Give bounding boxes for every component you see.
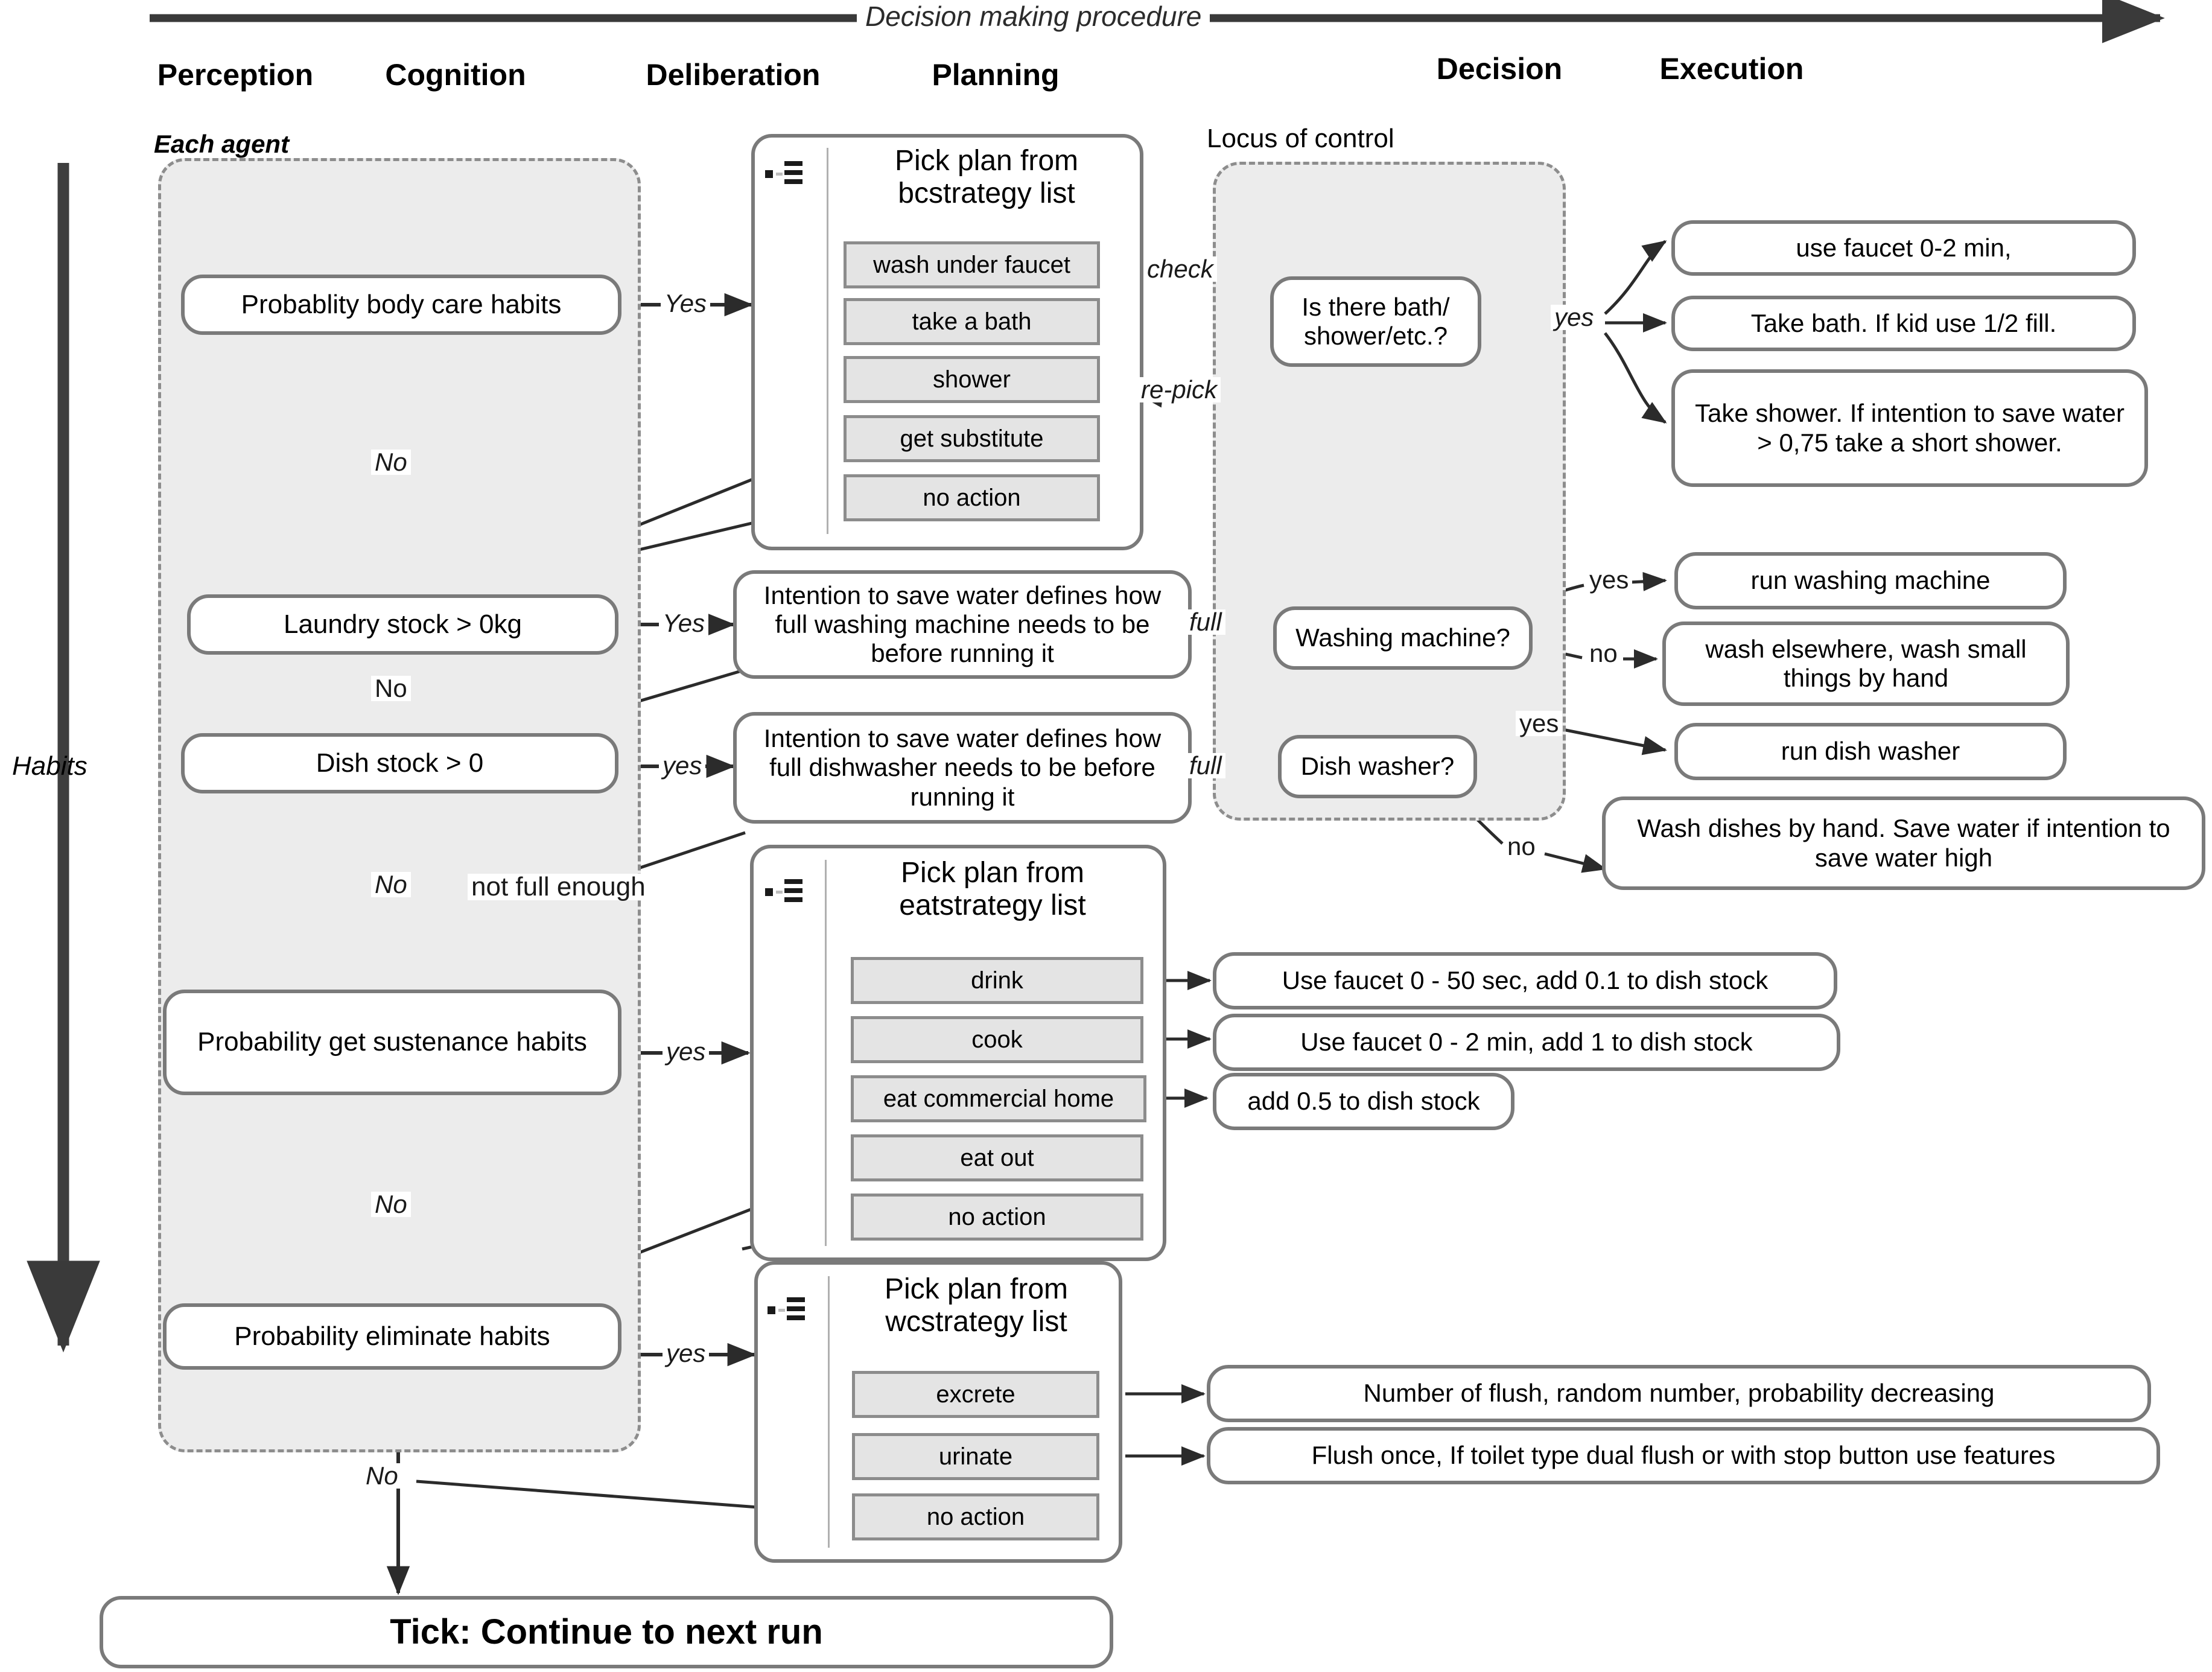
each-agent-caption: Each agent [154, 130, 290, 158]
each-agent-zone [158, 158, 641, 1452]
node-tick-continue[interactable]: Tick: Continue to next run [100, 1596, 1113, 1668]
column-header-planning: Planning [932, 58, 1060, 92]
node-laundry-stock[interactable]: Laundry stock > 0kg [187, 594, 618, 655]
list-icon-eatstrategy [765, 878, 807, 909]
listitem-shower[interactable]: shower [844, 356, 1100, 403]
edge-label-no-sustenance: No [371, 1192, 411, 1217]
exec-excrete-output[interactable]: Number of flush, random number, probabil… [1207, 1365, 2151, 1422]
panel-divider-eatstrategy [825, 860, 827, 1246]
note-dishwasher-fullness: Intention to save water defines how full… [733, 712, 1192, 824]
panel-divider-bcstrategy [827, 148, 828, 534]
edge-label-not-full-enough: not full enough [468, 874, 649, 900]
edge-label-no-laundry: No [371, 676, 411, 701]
exec-take-bath[interactable]: Take bath. If kid use 1/2 fill. [1671, 296, 2136, 351]
listitem-drink[interactable]: drink [851, 957, 1143, 1004]
list-icon-wcstrategy [768, 1296, 810, 1327]
listitem-eat-out[interactable]: eat out [851, 1134, 1143, 1181]
node-probability-eliminate-habits[interactable]: Probability eliminate habits [163, 1303, 621, 1370]
edge-label-yes-dishwasher: yes [1516, 711, 1563, 736]
listitem-no-action-wc[interactable]: no action [852, 1493, 1099, 1540]
edge-label-no-washing: no [1586, 641, 1621, 666]
exec-run-dish-washer[interactable]: run dish washer [1674, 723, 2067, 780]
banner-label: Decision making procedure [857, 0, 1210, 33]
edge-label-no-dishwasher: no [1504, 834, 1539, 859]
exec-run-washing-machine[interactable]: run washing machine [1674, 552, 2067, 609]
listitem-no-action-eat[interactable]: no action [851, 1194, 1143, 1241]
exec-use-faucet-0-2-min[interactable]: use faucet 0-2 min, [1671, 220, 2136, 276]
listitem-take-a-bath[interactable]: take a bath [844, 298, 1100, 345]
node-probability-get-sustenance-habits[interactable]: Probability get sustenance habits [163, 990, 621, 1095]
edge-label-yes-bath: yes [1551, 305, 1598, 330]
exec-urinate-output[interactable]: Flush once, If toilet type dual flush or… [1207, 1427, 2160, 1484]
listitem-cook[interactable]: cook [851, 1016, 1143, 1063]
edge-label-no-eliminate: No [362, 1463, 402, 1489]
panel-divider-wcstrategy [828, 1276, 830, 1548]
exec-cook-output[interactable]: Use faucet 0 - 2 min, add 1 to dish stoc… [1213, 1014, 1840, 1071]
edge-label-check: check [1143, 256, 1217, 282]
node-is-there-bath-shower[interactable]: Is there bath/ shower/etc.? [1270, 276, 1481, 367]
panel-title-wcstrategy: Pick plan from wcstrategy list [884, 1273, 1069, 1338]
locus-of-control-caption: Locus of control [1207, 124, 1394, 153]
edge-label-full-washing: full [1186, 609, 1225, 635]
column-header-decision: Decision [1436, 52, 1563, 86]
panel-title-eatstrategy: Pick plan from eatstrategy list [899, 857, 1086, 921]
column-header-deliberation: Deliberation [646, 58, 821, 92]
edge-label-yes-bodycare: Yes [661, 291, 711, 316]
exec-take-shower[interactable]: Take shower. If intention to save water … [1671, 369, 2148, 487]
node-probability-body-care-habits[interactable]: Probablity body care habits [181, 275, 621, 335]
edge-label-yes-sustenance: yes [663, 1039, 710, 1064]
listitem-eat-commercial-home[interactable]: eat commercial home [851, 1075, 1146, 1122]
listitem-get-substitute[interactable]: get substitute [844, 415, 1100, 462]
listitem-wash-under-faucet[interactable]: wash under faucet [844, 241, 1100, 288]
edge-label-full-dish: full [1186, 753, 1225, 778]
edge-label-yes-dish: yes [659, 753, 706, 778]
edge-label-no-bodycare: No [371, 450, 411, 475]
panel-title-bcstrategy: Pick plan from bcstrategy list [894, 145, 1079, 209]
node-washing-machine[interactable]: Washing machine? [1273, 606, 1533, 670]
list-icon-bcstrategy [765, 160, 807, 191]
column-header-execution: Execution [1659, 52, 1804, 86]
node-dish-washer[interactable]: Dish washer? [1278, 735, 1477, 798]
edge-label-yes-eliminate: yes [663, 1341, 710, 1366]
habits-axis-label: Habits [12, 751, 87, 781]
exec-wash-elsewhere[interactable]: wash elsewhere, wash small things by han… [1662, 621, 2070, 706]
column-header-perception: Perception [157, 58, 314, 92]
exec-eat-commercial-output[interactable]: add 0.5 to dish stock [1213, 1073, 1514, 1130]
exec-wash-dishes-by-hand[interactable]: Wash dishes by hand. Save water if inten… [1602, 796, 2205, 890]
listitem-urinate[interactable]: urinate [852, 1433, 1099, 1480]
locus-of-control-zone [1213, 162, 1566, 821]
edge-label-yes-washing: yes [1586, 567, 1633, 593]
edge-label-yes-laundry: Yes [659, 611, 709, 636]
listitem-excrete[interactable]: excrete [852, 1371, 1099, 1418]
node-dish-stock[interactable]: Dish stock > 0 [181, 733, 618, 793]
column-header-cognition: Cognition [385, 58, 526, 92]
edge-label-re-pick: re-pick [1137, 377, 1221, 402]
listitem-no-action-bc[interactable]: no action [844, 474, 1100, 521]
edge-label-no-dish: No [371, 872, 411, 897]
exec-drink-output[interactable]: Use faucet 0 - 50 sec, add 0.1 to dish s… [1213, 952, 1837, 1009]
note-washing-machine-fullness: Intention to save water defines how full… [733, 570, 1192, 679]
